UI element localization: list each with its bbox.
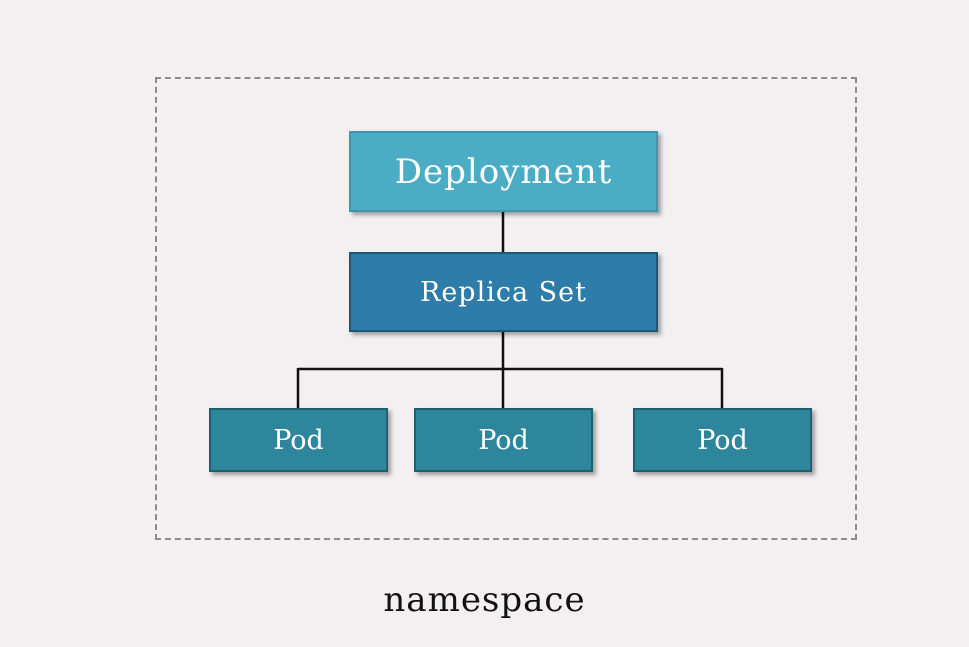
pod-label: Pod bbox=[478, 424, 529, 456]
deployment-label: Deployment bbox=[394, 151, 613, 192]
namespace-boundary bbox=[155, 77, 857, 540]
pod-node-2: Pod bbox=[414, 408, 593, 472]
pod-node-3: Pod bbox=[633, 408, 812, 472]
replicaset-node: Replica Set bbox=[349, 252, 658, 332]
replicaset-label: Replica Set bbox=[420, 276, 587, 308]
namespace-label: namespace bbox=[383, 580, 586, 620]
deployment-node: Deployment bbox=[349, 131, 658, 212]
pod-label: Pod bbox=[697, 424, 748, 456]
pod-node-1: Pod bbox=[209, 408, 388, 472]
pod-label: Pod bbox=[273, 424, 324, 456]
